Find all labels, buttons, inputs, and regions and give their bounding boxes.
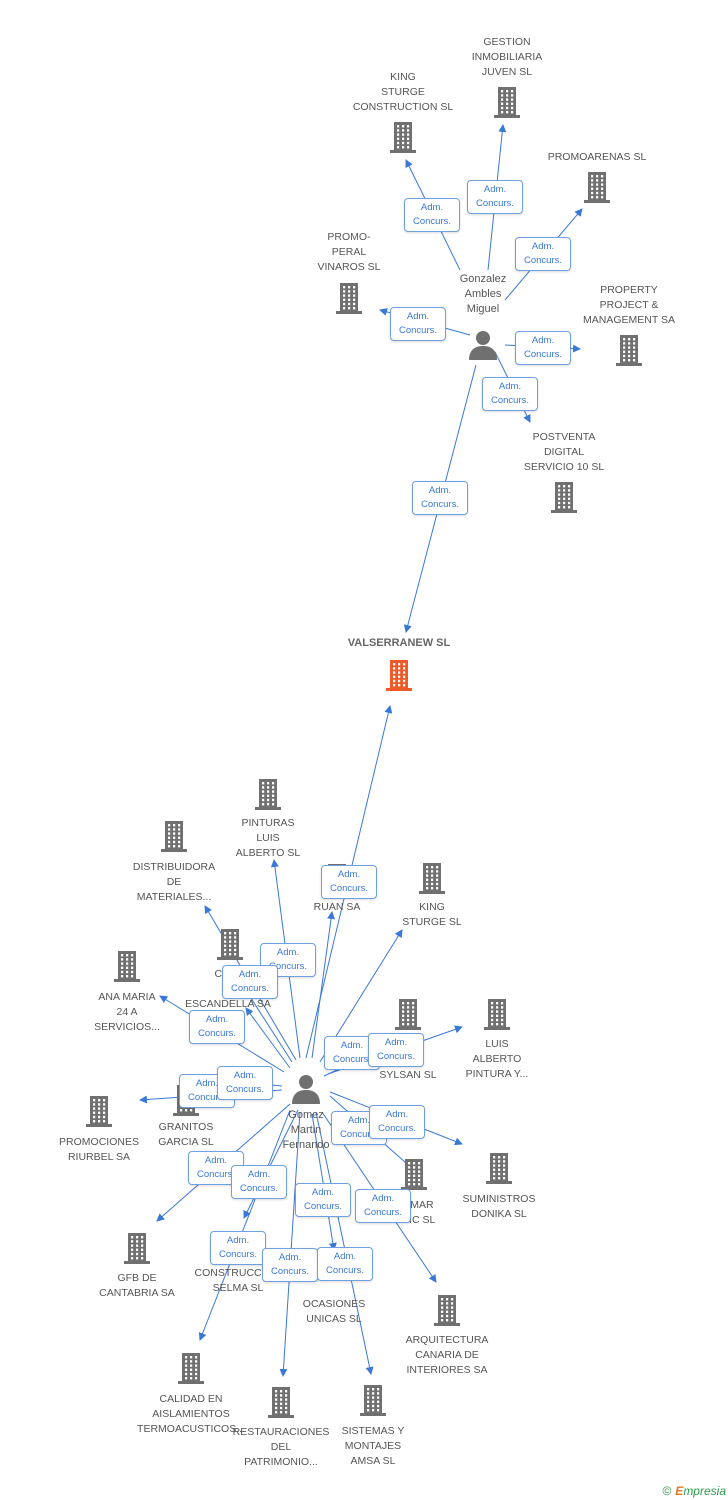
company-name-c_property[interactable]: PROPERTY PROJECT & MANAGEMENT SA: [583, 284, 675, 326]
relation-edge-p2-c_selma: [243, 1109, 299, 1219]
person-icon[interactable]: [290, 1072, 322, 1104]
company-building-icon[interactable]: [110, 949, 144, 983]
company-name-c_sistemas[interactable]: SISTEMAS Y MONTAJES AMSA SL: [341, 1425, 405, 1467]
person-name-p2[interactable]: Gomez Martin Fernando: [282, 1109, 330, 1151]
relation-edge-p2-c_sistemas: [315, 1111, 374, 1375]
relation-edge-p2-c_restauraciones: [279, 1111, 301, 1377]
relation-edge-p2-c_ocasiones: [311, 1113, 337, 1251]
company-building-icon[interactable]: [580, 170, 614, 204]
relation-badge[interactable]: Adm.Concurs.: [515, 331, 571, 365]
company-name-c_luis_alberto[interactable]: LUIS ALBERTO PINTURA Y...: [465, 1038, 529, 1080]
relation-badge[interactable]: Adm.Concurs.: [222, 965, 278, 999]
relation-badge[interactable]: Adm.Concurs.: [210, 1231, 266, 1265]
company-building-icon[interactable]: [430, 1293, 464, 1327]
relation-badge[interactable]: Adm.Concurs.: [412, 481, 468, 515]
company-name-c_king_sturge[interactable]: KING STURGE SL: [402, 901, 462, 928]
company-building-icon[interactable]: [391, 997, 425, 1031]
focus-company-name[interactable]: VALSERRANEW SL: [347, 637, 451, 649]
relation-badge[interactable]: Adm.Concurs.: [321, 865, 377, 899]
company-building-icon[interactable]: [120, 1231, 154, 1265]
company-name-c_promoperal[interactable]: PROMO- PERAL VINAROS SL: [317, 231, 381, 273]
company-building-icon[interactable]: [386, 120, 420, 154]
company-name-c_ruan[interactable]: RUAN SA: [313, 901, 361, 913]
company-name-c_promoarenas[interactable]: PROMOARENAS SL: [547, 151, 647, 163]
company-building-icon[interactable]: [397, 1157, 431, 1191]
company-name-c_ocasiones[interactable]: OCASIONES UNICAS SL: [302, 1298, 366, 1325]
person-icon[interactable]: [467, 328, 499, 360]
company-name-c_selma[interactable]: CONSTRUCCIO... SELMA SL: [194, 1267, 282, 1294]
company-name-c_escandella[interactable]: ESCANDELLA SA: [185, 998, 271, 1010]
company-name-c_ana_maria[interactable]: ANA MARIA 24 A SERVICIOS...: [94, 991, 160, 1033]
relation-badge[interactable]: Adm.Concurs.: [390, 307, 446, 341]
brand-initial: E: [675, 1484, 684, 1498]
company-building-icon[interactable]: [482, 1151, 516, 1185]
company-building-icon[interactable]: [356, 1383, 390, 1417]
company-name-c_gfb[interactable]: GFB DE CANTABRIA SA: [99, 1272, 175, 1299]
relation-badge[interactable]: Adm.Concurs.: [355, 1189, 411, 1223]
copyright-symbol: ©: [662, 1484, 672, 1498]
brand-name: mpresia: [683, 1484, 726, 1498]
company-building-icon[interactable]: [547, 480, 581, 514]
company-building-icon[interactable]: [612, 333, 646, 367]
company-building-icon[interactable]: [213, 927, 247, 961]
company-name-c_granitos[interactable]: GRANITOS GARCIA SL: [158, 1121, 214, 1148]
relation-edge-p2-c_escandella: [245, 1007, 291, 1069]
relation-badge[interactable]: Adm.Concurs.: [369, 1105, 425, 1139]
footer-credit: ©Empresia: [662, 1484, 726, 1498]
company-name-c_arquitectura[interactable]: ARQUITECTURA CANARIA DE INTERIORES SA: [405, 1334, 489, 1376]
company-name-c_restauraciones[interactable]: RESTAURACIONES DEL PATRIMONIO...: [232, 1426, 330, 1468]
company-name-c_king_sturge_constr[interactable]: KING STURGE CONSTRUCTION SL: [352, 71, 454, 113]
relation-edge-p2-c_ruan: [311, 911, 336, 1059]
person-name-p1[interactable]: Gonzalez Ambles Miguel: [459, 273, 507, 315]
company-building-icon[interactable]: [82, 1094, 116, 1128]
relation-badge[interactable]: Adm.Concurs.: [467, 180, 523, 214]
company-name-c_pinturas[interactable]: PINTURAS LUIS ALBERTO SL: [235, 817, 301, 859]
company-name-c_promociones[interactable]: PROMOCIONES RIURBEL SA: [59, 1136, 139, 1163]
company-building-icon[interactable]: [174, 1351, 208, 1385]
company-building-icon[interactable]: [415, 861, 449, 895]
company-name-c_distribuidora[interactable]: DISTRIBUIDORA DE MATERIALES...: [132, 861, 216, 903]
relation-badge[interactable]: Adm.Concurs.: [189, 1010, 245, 1044]
company-building-icon[interactable]: [157, 819, 191, 853]
relation-badge[interactable]: Adm.Concurs.: [317, 1247, 373, 1281]
company-name-c_calidad[interactable]: CALIDAD EN AISLAMIENTOS TERMOACUSTICOS..…: [137, 1393, 245, 1435]
relation-badge[interactable]: Adm.Concurs.: [217, 1066, 273, 1100]
relation-badge[interactable]: Adm.Concurs.: [295, 1183, 351, 1217]
company-name-c_postventa[interactable]: POSTVENTA DIGITAL SERVICIO 10 SL: [523, 431, 605, 473]
company-building-icon[interactable]: [480, 997, 514, 1031]
company-building-icon[interactable]: [332, 281, 366, 315]
relation-badge[interactable]: Adm.Concurs.: [482, 377, 538, 411]
company-name-c_gestion[interactable]: GESTION INMOBILIARIA JUVEN SL: [471, 36, 543, 78]
focus-company-building-icon[interactable]: [382, 658, 416, 692]
relation-badge[interactable]: Adm.Concurs.: [231, 1165, 287, 1199]
relation-badge[interactable]: Adm.Concurs.: [404, 198, 460, 232]
relation-badge[interactable]: Adm.Concurs.: [368, 1033, 424, 1067]
company-building-icon[interactable]: [264, 1385, 298, 1419]
relation-edge-p2-c_calidad: [198, 1109, 291, 1341]
company-building-icon[interactable]: [490, 85, 524, 119]
relation-badge[interactable]: Adm.Concurs.: [515, 237, 571, 271]
company-name-c_suministros[interactable]: SUMINISTROS DONIKA SL: [462, 1193, 536, 1220]
company-building-icon[interactable]: [251, 777, 285, 811]
relation-badge[interactable]: Adm.Concurs.: [262, 1248, 318, 1282]
